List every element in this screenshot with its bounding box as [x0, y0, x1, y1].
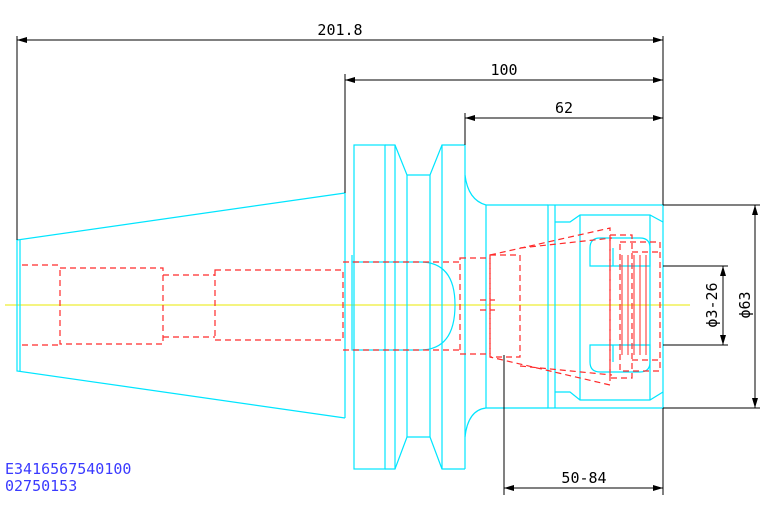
dim-overall-label: 201.8: [317, 21, 362, 39]
part-codes: E3416567540100 02750153: [5, 461, 131, 495]
dim-nose-label: 62: [555, 99, 573, 117]
dimension-lines: [16, 36, 760, 495]
dim-clamp-label: ϕ3-26: [703, 282, 721, 327]
hidden-lines: [22, 227, 661, 386]
part-code-primary: E3416567540100: [5, 460, 132, 478]
part-code-secondary: 02750153: [5, 477, 78, 495]
dim-shank-label: 100: [490, 61, 517, 79]
hidden-lines-solid: [621, 255, 647, 355]
dim-bottom-label: 50-84: [561, 469, 606, 487]
holder-outline: [16, 144, 664, 470]
dim-diameter-label: ϕ63: [736, 291, 754, 318]
